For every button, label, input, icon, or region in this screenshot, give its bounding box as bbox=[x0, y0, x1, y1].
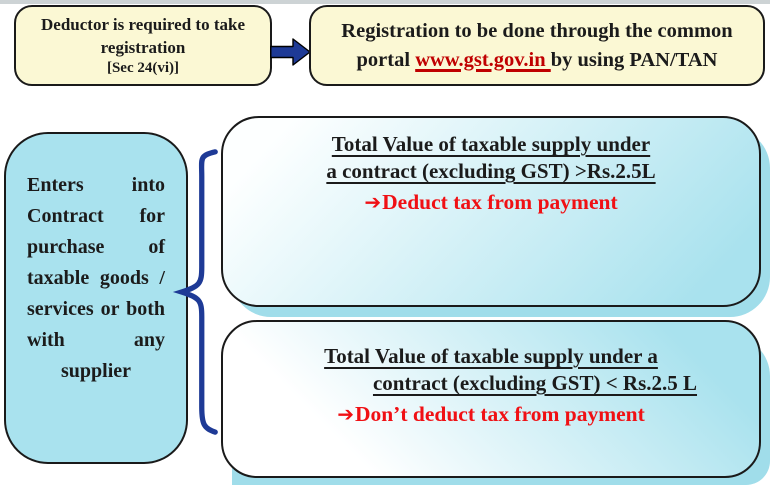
branch-deduct-heading-line1: Total Value of taxable supply under bbox=[331, 132, 651, 156]
registration-line1: Registration to be done through the comm… bbox=[341, 19, 733, 42]
registration-portal-box: Registration to be done through the comm… bbox=[309, 5, 765, 86]
gst-portal-link[interactable]: www.gst.gov.in bbox=[415, 48, 551, 71]
brace-icon bbox=[172, 149, 218, 435]
registration-line2-post: by using PAN/TAN bbox=[550, 48, 718, 71]
deductor-box-title: Deductor is required to take registratio… bbox=[41, 15, 245, 57]
red-arrow-icon: ➔ bbox=[337, 402, 354, 426]
branch-no-deduct-action-text: Don’t deduct tax from payment bbox=[354, 402, 645, 426]
top-border-strip bbox=[0, 0, 770, 4]
registration-box-text: Registration to be done through the comm… bbox=[341, 17, 732, 75]
branch-deduct-action: ➔Deduct tax from payment bbox=[223, 188, 759, 216]
branch-no-deduct-action: ➔Don’t deduct tax from payment bbox=[223, 400, 759, 428]
deductor-registration-box: Deductor is required to take registratio… bbox=[14, 5, 272, 86]
branch-deduct-heading: Total Value of taxable supply under a co… bbox=[223, 131, 759, 185]
branch-deduct-heading-line2: a contract (excluding GST) >Rs.2.5L bbox=[326, 159, 656, 183]
branch-deduct-action-text: Deduct tax from payment bbox=[382, 190, 618, 214]
branch-no-deduct-box: Total Value of taxable supply under a co… bbox=[221, 320, 761, 478]
branch-deduct-box: Total Value of taxable supply under a co… bbox=[221, 116, 761, 307]
contract-box: Enters into Contract for purchase of tax… bbox=[4, 132, 188, 464]
registration-line2-pre: portal bbox=[356, 48, 416, 71]
branch-no-deduct-heading: Total Value of taxable supply under a co… bbox=[223, 343, 759, 397]
deductor-box-section-ref: [Sec 24(vi)] bbox=[106, 60, 180, 76]
flow-arrow-icon bbox=[270, 38, 311, 66]
red-arrow-icon: ➔ bbox=[364, 190, 382, 214]
branch-no-deduct-heading-line1: Total Value of taxable supply under a bbox=[324, 344, 658, 368]
contract-box-text: Enters into Contract for purchase of tax… bbox=[27, 174, 165, 382]
branch-no-deduct-heading-line2: contract (excluding GST) < Rs.2.5 L bbox=[372, 371, 698, 395]
